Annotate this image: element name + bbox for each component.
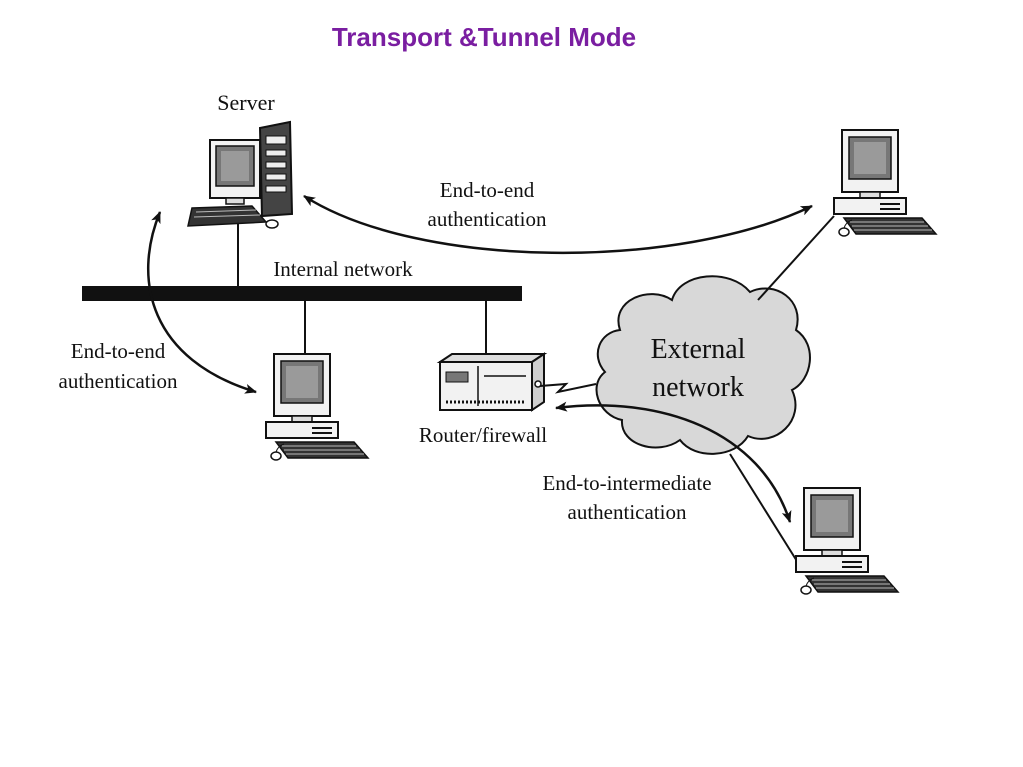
router-cloud-link: [539, 382, 597, 394]
e2e-left-label-2: authentication: [59, 369, 178, 393]
router-firewall-icon: [436, 352, 548, 412]
workstation-icon: [265, 353, 369, 461]
workstation-icon: [795, 487, 899, 595]
page-title: Transport &Tunnel Mode: [331, 22, 637, 52]
remote-pc-link: [729, 453, 801, 567]
internal-network-bus: [82, 286, 522, 301]
internal-network-label: Internal network: [273, 257, 413, 281]
external-network-label-2: network: [652, 372, 744, 403]
arrow-icon: [147, 211, 257, 394]
remote-pc-link: [757, 215, 835, 301]
server-icon: [187, 120, 294, 229]
arrow-icon: [555, 401, 792, 523]
e2e-top-label-2: authentication: [428, 207, 547, 231]
router-firewall-label: Router/firewall: [419, 423, 547, 447]
server-label: Server: [217, 90, 275, 115]
e2i-label-2: authentication: [568, 500, 687, 524]
e2e-top-label-1: End-to-end: [440, 178, 535, 202]
workstation-icon: [833, 129, 937, 237]
external-network-label-1: External: [651, 334, 746, 365]
e2e-left-label-1: End-to-end: [71, 339, 166, 363]
arrow-icon: [303, 194, 813, 254]
e2i-label-1: End-to-intermediate: [542, 471, 711, 495]
